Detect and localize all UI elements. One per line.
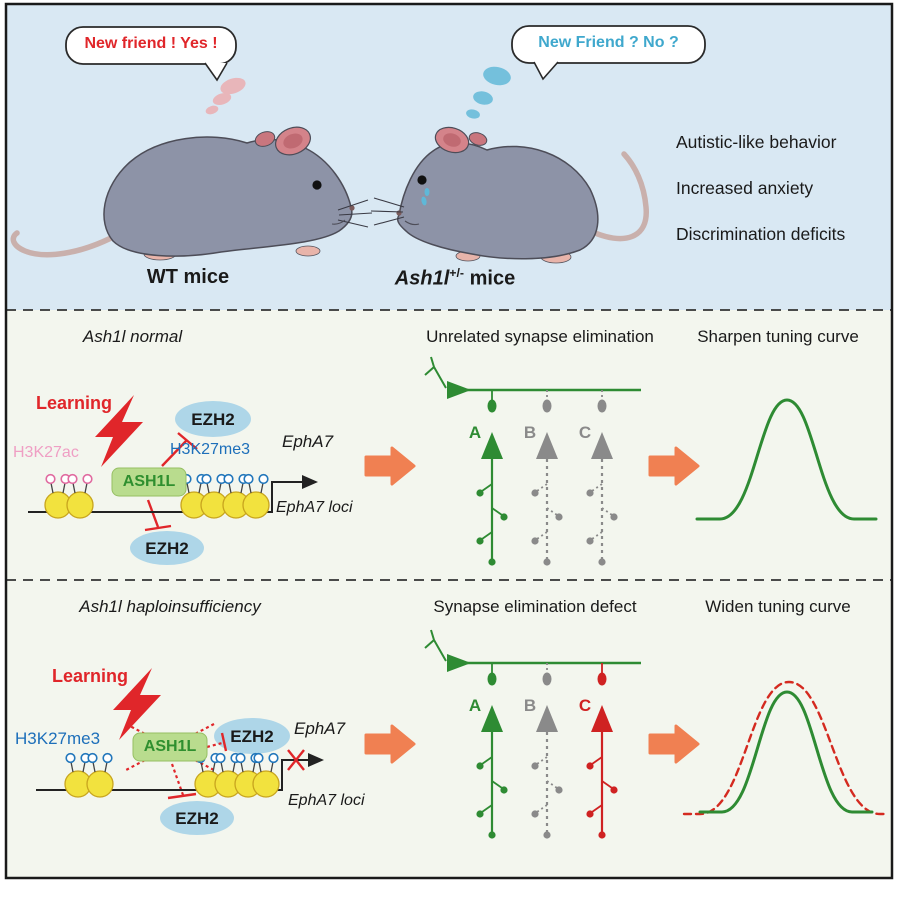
mutant-mouse-tail xyxy=(585,151,649,242)
ezh2-label-bottom: EZH2 xyxy=(175,809,219,828)
inhibition-tbar-bottom-dotted xyxy=(167,763,197,800)
epha7-label: EphA7 xyxy=(294,719,346,738)
neuron-a-label: A xyxy=(468,696,482,715)
tear-icon xyxy=(424,188,430,196)
inhibition-tbar-top xyxy=(161,432,198,467)
behavior-item: Discrimination deficits xyxy=(676,224,846,244)
middle-neuron-diagram xyxy=(424,356,641,566)
wt-mouse-body xyxy=(103,136,353,257)
ezh2-oval-bottom xyxy=(130,531,204,565)
epha7-label: EphA7 xyxy=(282,432,334,451)
gene-locus-line xyxy=(28,481,304,513)
wt-mouse-label: WT mice xyxy=(146,266,230,288)
neuron-c-label: C xyxy=(578,423,592,442)
normal-tuning-curve xyxy=(698,690,874,814)
ash1l-label: ASH1L xyxy=(143,738,197,755)
wt-speech-text: New friend ! Yes ! xyxy=(84,35,218,52)
wt-mouse-tail xyxy=(10,230,118,258)
transcription-blocked-cross-icon xyxy=(287,749,305,771)
h3k27ac-label: H3K27ac xyxy=(13,444,79,461)
middle-panel-title: Ash1l normal xyxy=(82,327,183,346)
ezh2-oval-top xyxy=(214,718,290,754)
neuron-b-label: B xyxy=(523,696,537,715)
ezh2-label-bottom: EZH2 xyxy=(145,539,189,558)
thought-dot-icon xyxy=(483,66,511,86)
promoter-arrowhead-icon xyxy=(302,475,318,489)
mutant-gene-name: Ash1l xyxy=(394,267,450,290)
epha7-loci-label: EphA7 loci xyxy=(276,499,353,516)
ezh2-oval-bottom xyxy=(160,801,234,835)
middle-curve-title: Sharpen tuning curve xyxy=(697,327,859,346)
learning-label: Learning xyxy=(52,666,129,686)
ezh2-label-top: EZH2 xyxy=(230,727,274,746)
h3k27me3-label: H3K27me3 xyxy=(170,441,251,458)
mutant-mouse-eye xyxy=(417,175,427,185)
widened-tuning-curve xyxy=(682,680,890,816)
sharp-tuning-curve xyxy=(695,398,878,521)
epha7-loci-label: EphA7 loci xyxy=(288,792,365,809)
mutant-mouse-illustration xyxy=(370,126,649,264)
bottom-molecular-diagram xyxy=(36,668,324,835)
h3k27me3-label: H3K27me3 xyxy=(15,729,101,748)
ash1l-box xyxy=(132,732,208,762)
promoter-arrowhead-icon xyxy=(308,753,324,767)
middle-molecular-diagram xyxy=(28,395,318,565)
axon-arrowhead-icon xyxy=(447,381,471,399)
ezh2-oval-top xyxy=(175,401,251,437)
lower-panels-background xyxy=(6,310,892,878)
behavior-item: Autistic-like behavior xyxy=(676,132,837,152)
neuron-a-label: A xyxy=(468,423,482,442)
wt-mouse-eye xyxy=(312,180,322,190)
axon-arrowhead-icon xyxy=(447,654,471,672)
mutant-mouse-label: Ash1l+/- mice xyxy=(370,266,540,291)
mutant-speech-text: New Friend ? No ? xyxy=(538,34,679,51)
bottom-panel-title: Ash1l haploinsufficiency xyxy=(79,597,261,616)
bottom-curve-title: Widen tuning curve xyxy=(705,597,851,616)
bottom-neuron-diagram xyxy=(424,629,641,839)
behavior-item: Increased anxiety xyxy=(676,178,814,198)
mutant-genotype-sup: +/- xyxy=(449,266,465,280)
neuron-c-label: C xyxy=(578,696,592,715)
middle-synapse-title: Unrelated synapse elimination xyxy=(426,327,654,346)
wt-mouse-illustration xyxy=(10,126,373,261)
neuron-b-label: B xyxy=(523,423,537,442)
mutant-label-rest: mice xyxy=(464,267,516,290)
inhibition-tbar-bottom xyxy=(144,499,172,532)
bottom-synapse-title: Synapse elimination defect xyxy=(433,597,637,616)
learning-label: Learning xyxy=(36,393,113,413)
ezh2-label-top: EZH2 xyxy=(191,410,235,429)
ash1l-box xyxy=(111,467,187,497)
ash1l-label: ASH1L xyxy=(122,473,176,490)
thought-dot-icon xyxy=(220,77,246,95)
inhibition-tbar-top-dotted xyxy=(206,732,228,752)
wt-thought-bubble xyxy=(65,26,246,115)
figure-border xyxy=(4,2,894,880)
mutant-thought-bubble xyxy=(466,25,706,119)
